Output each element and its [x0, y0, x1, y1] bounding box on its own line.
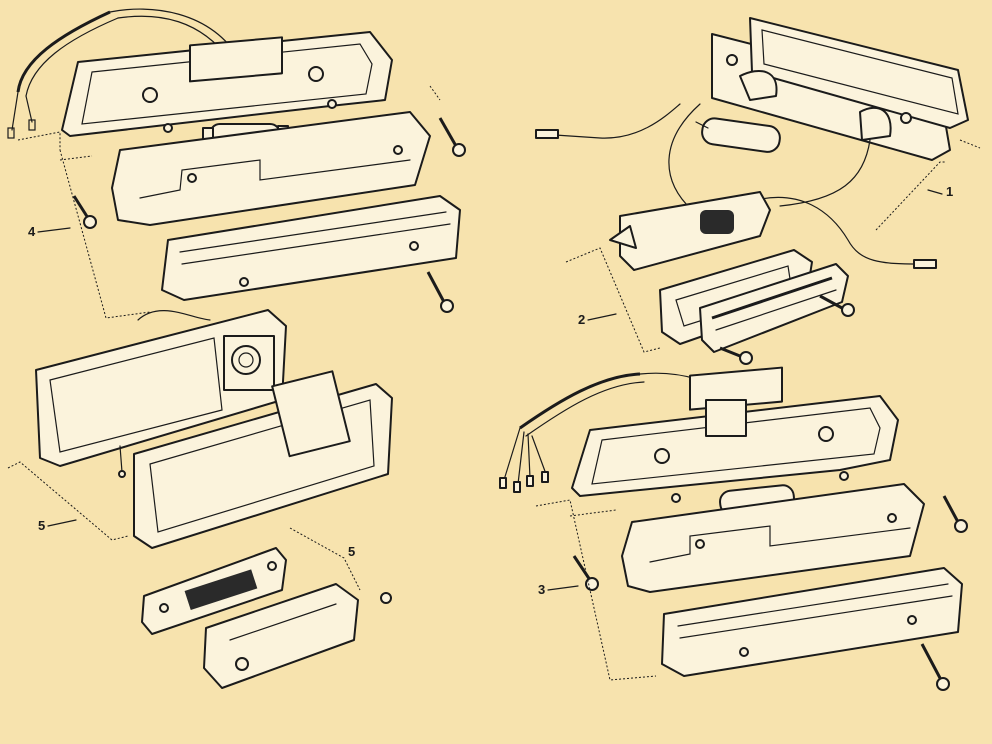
leader-5a — [7, 461, 129, 541]
lens-cover — [161, 195, 461, 301]
leader-5b — [289, 527, 361, 591]
assembly-1: 1 — [535, 17, 981, 271]
bulb-1 — [695, 117, 781, 153]
plate-lamp-cover — [203, 583, 392, 689]
assembly-5: 5 5 — [7, 309, 393, 689]
leader-4 — [17, 131, 151, 319]
assembly-4: 4 — [7, 8, 466, 319]
rim-frame — [133, 370, 393, 549]
screw-right-3 — [942, 495, 968, 533]
plate-lamp — [141, 547, 287, 635]
leader-3 — [535, 499, 657, 681]
callout-5a: 5 — [38, 518, 45, 533]
wire-loom — [7, 8, 241, 139]
lamp-housing-3 — [571, 366, 899, 503]
screw-bottom-3 — [920, 643, 950, 691]
wire-loom-3 — [499, 372, 741, 493]
leader-1 — [875, 161, 946, 231]
callout-1: 1 — [946, 184, 953, 199]
callout-2: 2 — [578, 312, 585, 327]
lamp-base — [111, 111, 431, 226]
wires-1 — [535, 103, 937, 269]
lamp-holder-1 — [609, 191, 771, 271]
callout-4: 4 — [28, 224, 36, 239]
screws-2 — [719, 294, 855, 365]
assembly-3: 3 — [499, 366, 968, 691]
screw-left — [72, 195, 97, 229]
assembly-2: 2 — [565, 247, 855, 365]
leader-2 — [565, 247, 661, 353]
callout-3: 3 — [538, 582, 545, 597]
mounting-plate — [711, 17, 969, 161]
callout-5b: 5 — [348, 544, 355, 559]
screw-right — [438, 117, 466, 157]
lamp-base-3 — [621, 483, 925, 593]
plate-lamp-cover-2 — [699, 263, 849, 353]
lamp-housing — [61, 31, 393, 137]
lens-cover-3 — [661, 567, 963, 677]
screw-bottom — [426, 271, 454, 313]
